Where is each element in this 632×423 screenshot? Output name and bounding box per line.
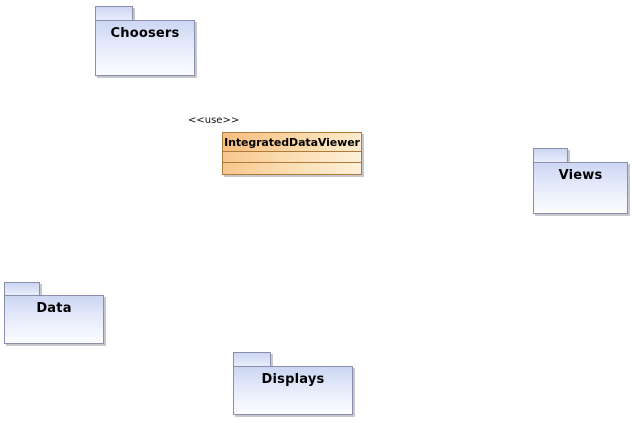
package-views[interactable]: Views	[533, 148, 628, 214]
class-title-bar-integrated-data-viewer: IntegratedDataViewer	[223, 133, 361, 152]
package-body-choosers: Choosers	[95, 20, 195, 76]
package-tab-data	[4, 282, 40, 296]
package-choosers[interactable]: Choosers	[95, 6, 195, 76]
package-body-displays: Displays	[233, 366, 353, 415]
package-data[interactable]: Data	[4, 282, 104, 344]
package-tab-views	[533, 148, 568, 163]
package-label-displays: Displays	[261, 372, 325, 387]
package-tab-choosers	[95, 6, 133, 21]
class-attributes-compartment	[223, 152, 361, 163]
package-label-choosers: Choosers	[110, 26, 180, 41]
package-label-data: Data	[36, 301, 72, 316]
package-tab-displays	[233, 352, 271, 367]
package-displays[interactable]: Displays	[233, 352, 353, 415]
use-stereotype-label: <<use>>	[188, 115, 240, 126]
package-body-data: Data	[4, 295, 104, 344]
class-name-integrated-data-viewer: IntegratedDataViewer	[224, 135, 360, 149]
package-label-views: Views	[558, 168, 603, 183]
package-body-views: Views	[533, 162, 628, 214]
class-integrated-data-viewer[interactable]: IntegratedDataViewer	[222, 132, 362, 175]
class-operations-compartment	[223, 163, 361, 174]
